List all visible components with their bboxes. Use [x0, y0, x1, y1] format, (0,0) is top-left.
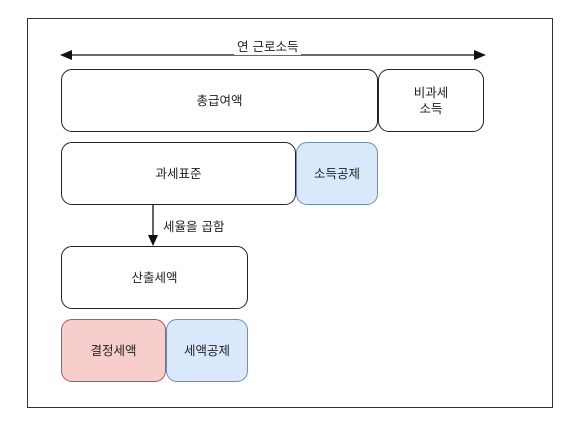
non-taxable-label-line2: 소득 [419, 100, 443, 116]
determined-tax-label: 결정세액 [90, 342, 137, 358]
annual-income-label: 연 근로소득 [234, 36, 302, 55]
tax-credit-box: 세액공제 [166, 319, 248, 382]
apply-tax-rate-label: 세율을 곱함 [163, 219, 225, 234]
income-deduction-label: 소득공제 [313, 165, 360, 181]
calculated-tax-box: 산출세액 [61, 246, 248, 309]
total-salary-label: 총급여액 [196, 92, 243, 108]
down-arrow [148, 205, 158, 246]
determined-tax-box: 결정세액 [61, 319, 166, 382]
total-salary-box: 총급여액 [61, 69, 378, 132]
tax-credit-label: 세액공제 [183, 342, 230, 358]
tax-base-label: 과세표준 [155, 165, 202, 181]
calculated-tax-label: 산출세액 [131, 269, 178, 285]
non-taxable-income-box: 비과세 소득 [378, 69, 484, 132]
income-span-arrow [60, 50, 486, 60]
income-deduction-box: 소득공제 [296, 142, 378, 205]
tax-base-box: 과세표준 [61, 142, 296, 205]
non-taxable-label-line1: 비과세 [413, 84, 449, 100]
